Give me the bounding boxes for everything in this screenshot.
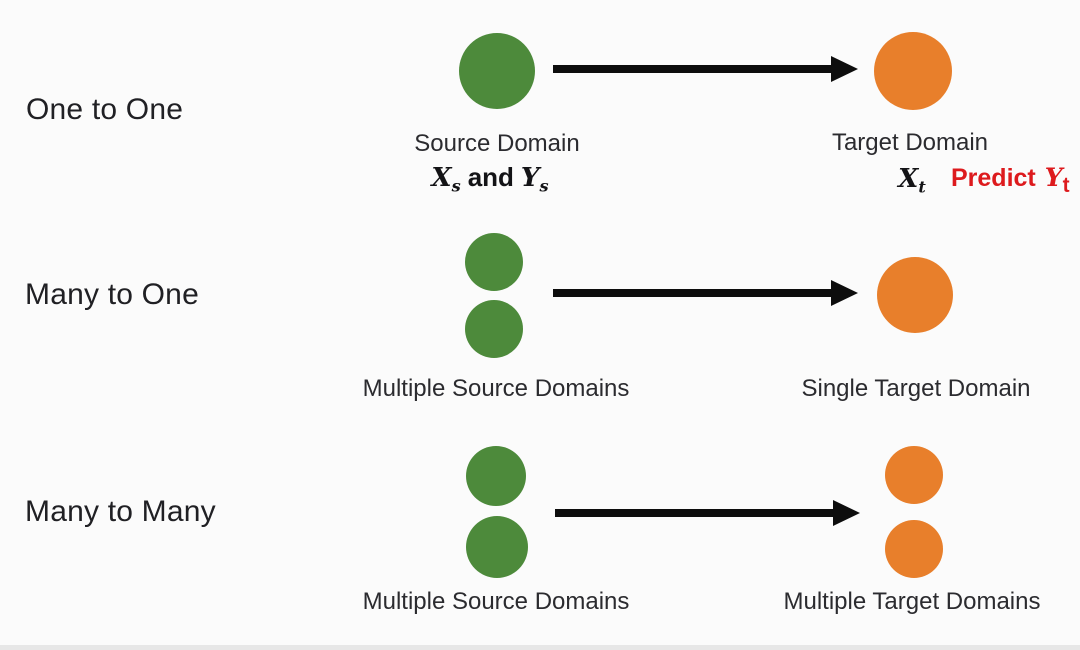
- single-target-domain-label: Single Target Domain: [801, 375, 1031, 402]
- row-label-many-to-many: Many to Many: [25, 495, 216, 528]
- x-target-sub: t: [918, 177, 926, 197]
- target-domain-circle: [885, 520, 943, 578]
- source-domain-label: Source Domain: [414, 130, 580, 157]
- target-domain-circle: [885, 446, 943, 504]
- target-domain-label: Target Domain: [831, 129, 989, 156]
- flow-arrow-icon: [555, 500, 860, 526]
- row-label-one-to-one: One to One: [26, 93, 184, 126]
- source-domain-circle: [465, 300, 523, 358]
- conjunction-and: and: [467, 162, 514, 192]
- y-source-var: Y: [520, 163, 540, 193]
- x-target-var: X: [898, 164, 919, 194]
- target-domain-circle: [874, 32, 952, 110]
- multiple-target-domains-label: Multiple Target Domains: [783, 588, 1041, 615]
- flow-arrow-icon: [553, 56, 858, 82]
- flow-arrow-icon: [553, 280, 858, 306]
- slide-bottom-edge: [0, 645, 1080, 650]
- row-label-many-to-one: Many to One: [25, 278, 199, 311]
- predict-annotation: Predict Yt: [951, 163, 1070, 198]
- y-source-sub: s: [539, 176, 549, 196]
- multiple-source-domains-label: Multiple Source Domains: [362, 375, 630, 402]
- target-formula: Xt: [880, 163, 944, 197]
- source-domain-circle: [465, 233, 523, 291]
- x-source-sub: s: [451, 176, 461, 196]
- x-source-var: X: [431, 163, 452, 193]
- y-predict-sub: t: [1062, 174, 1070, 197]
- source-domain-circle: [466, 516, 528, 578]
- multiple-source-domains-label: Multiple Source Domains: [362, 588, 630, 615]
- y-predict-var: Y: [1044, 163, 1063, 192]
- predict-word: Predict: [951, 164, 1036, 192]
- source-domain-circle: [466, 446, 526, 506]
- target-domain-circle: [877, 257, 953, 333]
- source-domain-circle: [459, 33, 535, 109]
